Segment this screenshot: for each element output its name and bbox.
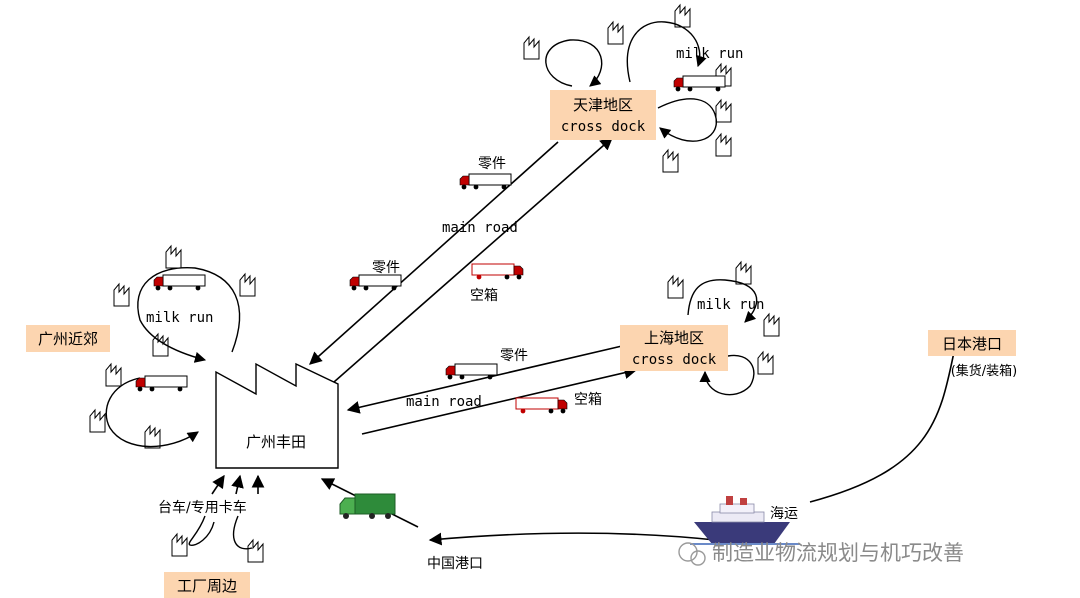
truck-arrow-2	[231, 474, 244, 495]
route-labels: milk run milk run milk run 零件 零件 空箱 main…	[146, 46, 798, 522]
shanghai-loop-2	[699, 354, 755, 396]
factory-outline	[215, 362, 339, 469]
tianjin-label-en: cross dock	[561, 119, 646, 135]
china-port-label: 中国港口	[427, 556, 483, 572]
shanghai-label-en: cross dock	[632, 352, 717, 368]
truck-icon	[445, 363, 498, 380]
main-routes	[211, 137, 955, 546]
factory-area-loop-2	[233, 515, 253, 550]
supplier-factory-icon	[674, 4, 691, 28]
milk-run-loops	[105, 21, 758, 550]
supplier-factory-icon	[763, 313, 780, 337]
supplier-factory-icon	[89, 409, 106, 433]
sea-freight-route	[809, 351, 955, 503]
supplier-factory-icon	[113, 283, 130, 307]
supplier-factory-icon	[662, 149, 679, 173]
ship-to-china-port-route	[428, 532, 716, 546]
shanghai-box	[620, 325, 728, 371]
supplier-factory-icon	[715, 133, 732, 157]
shanghai-to-factory-route	[346, 345, 623, 414]
tianjin-cross-dock: 天津地区 cross dock	[550, 90, 656, 140]
guangzhou-toyota-factory: 广州丰田	[215, 362, 339, 469]
supplier-factory-icon	[735, 261, 752, 285]
main-road-label-tianjin: main road	[442, 220, 518, 236]
japan-port: 日本港口 (集货/装箱)	[928, 330, 1017, 379]
factory-area-loop-1	[188, 515, 215, 546]
shanghai-cross-dock: 上海地区 cross dock	[620, 325, 728, 371]
factory-area: 工厂周边	[164, 572, 250, 598]
sea-freight-label: 海运	[770, 506, 798, 522]
parts-label-tianjin-lower: 零件	[372, 260, 400, 276]
supplier-factory-icon	[105, 363, 122, 387]
watermark-text: 制造业物流规划与机巧改善	[712, 541, 964, 565]
milk-run-tianjin-label: milk run	[676, 46, 743, 62]
supplier-factory-icon	[715, 99, 732, 123]
milk-run-guangzhou-label: milk run	[146, 310, 213, 326]
supplier-factory-icon	[523, 36, 540, 60]
japan-port-box	[928, 330, 1016, 356]
supplier-factory-icon	[239, 273, 256, 297]
supplier-factory-icon	[757, 351, 774, 375]
shanghai-loop-1	[687, 279, 758, 323]
tianjin-loop-1	[545, 39, 603, 87]
truck-icon	[459, 173, 512, 190]
guangzhou-suburb-label: 广州近郊	[38, 330, 98, 348]
shanghai-label-cn: 上海地区	[644, 329, 704, 347]
supplier-factory-icon	[171, 533, 188, 557]
truck-icon	[673, 75, 726, 92]
parts-label-shanghai: 零件	[500, 348, 528, 364]
green-truck-icon	[339, 493, 396, 519]
factory-label: 广州丰田	[246, 433, 306, 451]
parts-label-tianjin-upper: 零件	[478, 156, 506, 172]
ship-icon	[690, 496, 800, 545]
milk-run-shanghai-label: milk run	[697, 297, 764, 313]
factory-area-box	[164, 572, 250, 598]
truck-icon	[349, 274, 402, 291]
supplier-factory-icon	[667, 275, 684, 299]
japan-port-note: (集货/装箱)	[951, 363, 1018, 379]
truck-icon	[153, 274, 206, 291]
empty-box-label-tianjin: 空箱	[470, 288, 498, 304]
empty-truck-icon	[471, 263, 524, 280]
wechat-icon	[678, 542, 698, 562]
tianjin-loop-3	[657, 98, 717, 142]
truck-arrow-1	[211, 474, 225, 495]
japan-port-label: 日本港口	[942, 335, 1002, 353]
supplier-factory-icon	[165, 245, 182, 269]
tianjin-to-factory-route	[309, 141, 559, 365]
supplier-factory-icon	[144, 425, 161, 449]
tianjin-label-cn: 天津地区	[573, 96, 633, 114]
guangzhou-suburb: 广州近郊	[26, 325, 110, 352]
watermark: 制造业物流规划与机巧改善	[678, 541, 964, 566]
tianjin-loop-2	[626, 21, 707, 83]
guangzhou-loop-1	[137, 267, 241, 363]
tianjin-box	[550, 90, 656, 140]
guangzhou-suburb-box	[26, 325, 110, 352]
factory-to-tianjin-route	[333, 137, 613, 383]
main-road-label-shanghai: main road	[406, 394, 482, 410]
guangzhou-loop-2	[105, 377, 199, 448]
factory-to-shanghai-route	[361, 366, 638, 435]
supplier-factory-icon	[607, 21, 624, 45]
supplier-factory-icon	[247, 539, 264, 563]
factory-area-label: 工厂周边	[177, 577, 237, 595]
trucks-label: 台车/专用卡车	[158, 499, 247, 516]
empty-truck-icon	[515, 397, 568, 414]
empty-box-label-shanghai: 空箱	[574, 392, 602, 408]
truck-icon	[135, 375, 188, 392]
